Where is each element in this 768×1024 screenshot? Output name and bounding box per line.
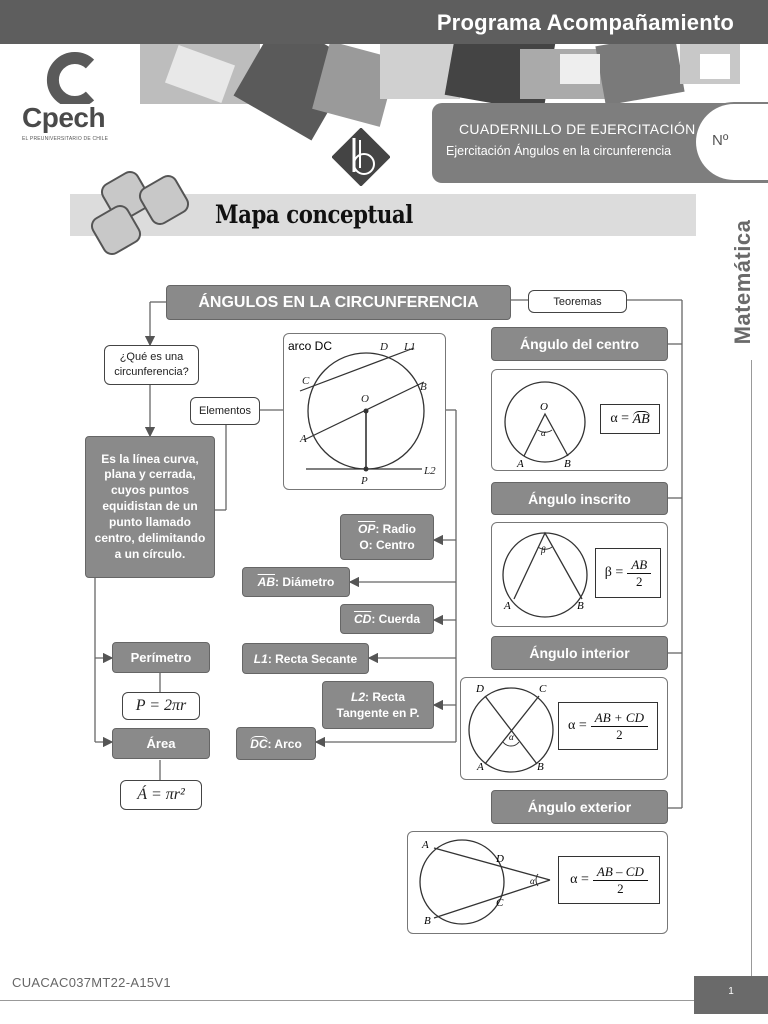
theorem-interior-title: Ángulo interior: [491, 636, 668, 670]
svg-text:B: B: [564, 458, 571, 470]
footer-rule: [0, 1000, 700, 1001]
svg-text:β: β: [540, 545, 546, 555]
svg-text:A: A: [476, 761, 484, 773]
area-formula: Á = πr²: [120, 780, 202, 810]
point-b: B: [420, 381, 427, 393]
svg-text:B: B: [424, 915, 431, 927]
area-label: Área: [112, 728, 210, 759]
element-chord: CD: Cuerda: [340, 604, 434, 634]
math-tools-icon: [332, 128, 390, 186]
svg-text:C: C: [496, 897, 504, 909]
question-box: ¿Qué es una circunferencia?: [104, 345, 199, 385]
point-a: A: [299, 433, 307, 445]
svg-text:B: B: [537, 761, 544, 773]
svg-text:A: A: [516, 458, 524, 470]
rounded-squares-icon: [90, 170, 190, 256]
line-l1: L1: [403, 341, 416, 353]
svg-text:B: B: [577, 600, 584, 612]
side-rule: [751, 360, 752, 1000]
point-o: O: [361, 393, 369, 405]
page-number-box: 1: [694, 976, 768, 1014]
banner-decoration: [140, 44, 740, 141]
svg-text:D: D: [495, 853, 504, 865]
svg-text:A: A: [503, 600, 511, 612]
theorem-central-title: Ángulo del centro: [491, 327, 668, 361]
theorem-inscribed-title: Ángulo inscrito: [491, 482, 668, 515]
top-header-bar: Programa Acompañamiento: [0, 0, 768, 44]
line-l2: L2: [423, 465, 436, 477]
svg-text:α: α: [509, 732, 514, 742]
elements-label: Elementos: [190, 397, 260, 425]
cpech-logo-icon: [46, 52, 95, 104]
point-d: D: [379, 341, 388, 353]
circle-elements-diagram: arco DC D L1 C B O A P L2: [283, 333, 446, 490]
perimeter-label: Perímetro: [112, 642, 210, 673]
element-secant: L1: Recta Secante: [242, 643, 369, 674]
svg-text:O: O: [540, 401, 548, 413]
booklet-subtitle: Ejercitación Ángulos en la circunferenci…: [446, 144, 672, 158]
main-concept-title: ÁNGULOS EN LA CIRCUNFERENCIA: [166, 285, 511, 320]
booklet-title: CUADERNILLO DE EJERCITACIÓN: [459, 121, 696, 137]
element-tangent: L2: Recta Tangente en P.: [322, 681, 434, 729]
point-c: C: [302, 375, 310, 387]
theorem-exterior-title: Ángulo exterior: [491, 790, 668, 824]
svg-text:A: A: [421, 839, 429, 851]
booklet-number-label: Nº: [712, 132, 729, 149]
page-number: 1: [728, 986, 734, 997]
theorems-label: Teoremas: [528, 290, 627, 313]
element-arc: DC: Arco: [236, 727, 316, 760]
element-diameter: AB: Diámetro: [242, 567, 350, 597]
booklet-number-box: Nº: [694, 102, 768, 182]
svg-text:α: α: [530, 876, 535, 886]
element-radius: OP: Radio O: Centro: [340, 514, 434, 560]
svg-text:D: D: [475, 683, 484, 695]
arc-label: arco DC: [288, 339, 332, 353]
definition-box: Es la línea curva, plana y cerrada, cuyo…: [85, 436, 215, 578]
logo-word: Cpech: [22, 102, 106, 133]
point-p: P: [360, 475, 368, 487]
section-title: Mapa conceptual: [215, 200, 413, 229]
svg-text:C: C: [539, 683, 547, 695]
svg-text:α: α: [541, 428, 546, 438]
perimeter-formula: P = 2πr: [122, 692, 200, 720]
program-title: Programa Acompañamiento: [436, 10, 734, 35]
document-code: CUACAC037MT22-A15V1: [12, 975, 171, 990]
logo-tagline: EL PREUNIVERSITARIO DE CHILE: [22, 136, 109, 142]
central-formula: α = AB: [600, 404, 660, 434]
